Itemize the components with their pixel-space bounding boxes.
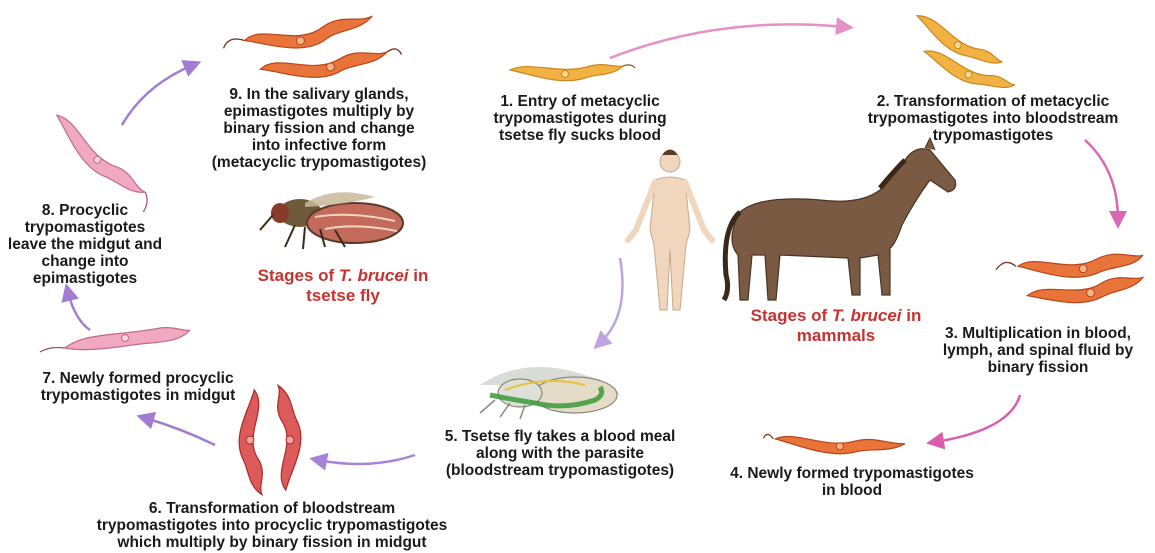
stage-9-line: into infective form [188,137,450,154]
stage-9-label: 9. In the salivary glands, epimastigotes… [188,86,450,171]
human-figure-icon [628,150,712,311]
fly-stages-title: Stages of T. brucei in tsetse fly [225,266,461,306]
fly-title-suffix: in [409,266,429,285]
stage-1-line: tsetse fly sucks blood [470,127,690,144]
stage-3-line: binary fission [922,359,1154,376]
mammal-title-suffix: in [902,306,922,325]
stage-8-label: 8. Procyclic trypomastigotes leave the m… [4,202,166,287]
stage-3-label: 3. Multiplication in blood, lymph, and s… [922,325,1154,376]
mammal-title-prefix: Stages of [751,306,832,325]
fly-stages-title-line2: tsetse fly [225,286,461,306]
stage-9-line: (metacyclic trypomastigotes) [188,154,450,171]
stage-7-label: 7. Newly formed procyclic trypomastigote… [18,370,258,404]
arrow-6-to-7 [145,418,215,445]
stage-4-label: 4. Newly formed trypomastigotes in blood [700,465,1004,499]
stage-5-line: (bloodstream trypomastigotes) [415,462,705,479]
stage-8-line: leave the midgut and [4,236,166,253]
trypanosome-icon [260,48,403,83]
fly-title-species: T. brucei [339,266,409,285]
fly-title-prefix: Stages of [258,266,339,285]
arrow-5-to-6 [318,455,415,464]
arrow-1-to-2 [610,24,845,58]
stage-2-label: 2. Transformation of metacyclic trypomas… [838,93,1148,144]
stage-2-line: trypomastigotes [838,127,1148,144]
arrow-mammal-to-5 [600,258,623,343]
stage-5-line: 5. Tsetse fly takes a blood meal [415,428,705,445]
stage-4-line: in blood [700,482,1004,499]
stage-3-line: lymph, and spinal fluid by [922,342,1154,359]
stage-5-line: along with the parasite [415,445,705,462]
trypanosome-icon [1027,274,1146,310]
trypanosome-icon [46,112,155,213]
stage-8-line: trypomastigotes [4,219,166,236]
stage-4-line: 4. Newly formed trypomastigotes [700,465,1004,482]
arrow-2-to-3 [1085,140,1118,220]
stage-6-label: 6. Transformation of bloodstream trypoma… [62,500,482,551]
stage-8-line: 8. Procyclic [4,202,166,219]
stage-7-line: trypomastigotes in midgut [18,387,258,404]
mammal-stages-title: Stages of T. brucei in mammals [718,306,954,346]
arrow-8-to-9 [122,65,193,125]
stage-3-line: 3. Multiplication in blood, [922,325,1154,342]
trypanosome-icon [237,390,263,496]
stage-5-label: 5. Tsetse fly takes a blood meal along w… [415,428,705,479]
stage-1-line: 1. Entry of metacyclic [470,93,690,110]
fly-stages-title-line1: Stages of T. brucei in [225,266,461,286]
arrow-3-to-4 [935,395,1020,442]
trypanosome-icon [763,434,906,457]
mammal-stages-title-line2: mammals [718,326,954,346]
trypanosome-icon [277,385,303,491]
mammal-stages-title-line1: Stages of T. brucei in [718,306,954,326]
stage-8-line: change into [4,253,166,270]
mammal-title-species: T. brucei [832,306,902,325]
tsetse-fly-icon [260,192,403,249]
stage-1-label: 1. Entry of metacyclic trypomastigotes d… [470,93,690,144]
stage-2-line: trypomastigotes into bloodstream [838,110,1148,127]
stage-6-line: trypomastigotes into procyclic trypomast… [62,517,482,534]
stage-9-line: 9. In the salivary glands, [188,86,450,103]
stage-9-line: epimastigotes multiply by [188,103,450,120]
stage-6-line: which multiply by binary fission in midg… [62,534,482,551]
stage-1-line: trypomastigotes during [470,110,690,127]
stage-7-line: 7. Newly formed procyclic [18,370,258,387]
arrow-7-to-8 [68,292,90,330]
stage-8-line: epimastigotes [4,270,166,287]
stage-9-line: binary fission and change [188,120,450,137]
horse-icon [724,138,956,300]
stage-2-line: 2. Transformation of metacyclic [838,93,1148,110]
stage-6-line: 6. Transformation of bloodstream [62,500,482,517]
trypanosome-icon [40,328,190,352]
tsetse-fly-anatomy-icon [480,367,620,419]
trypanosome-icon [510,65,635,81]
